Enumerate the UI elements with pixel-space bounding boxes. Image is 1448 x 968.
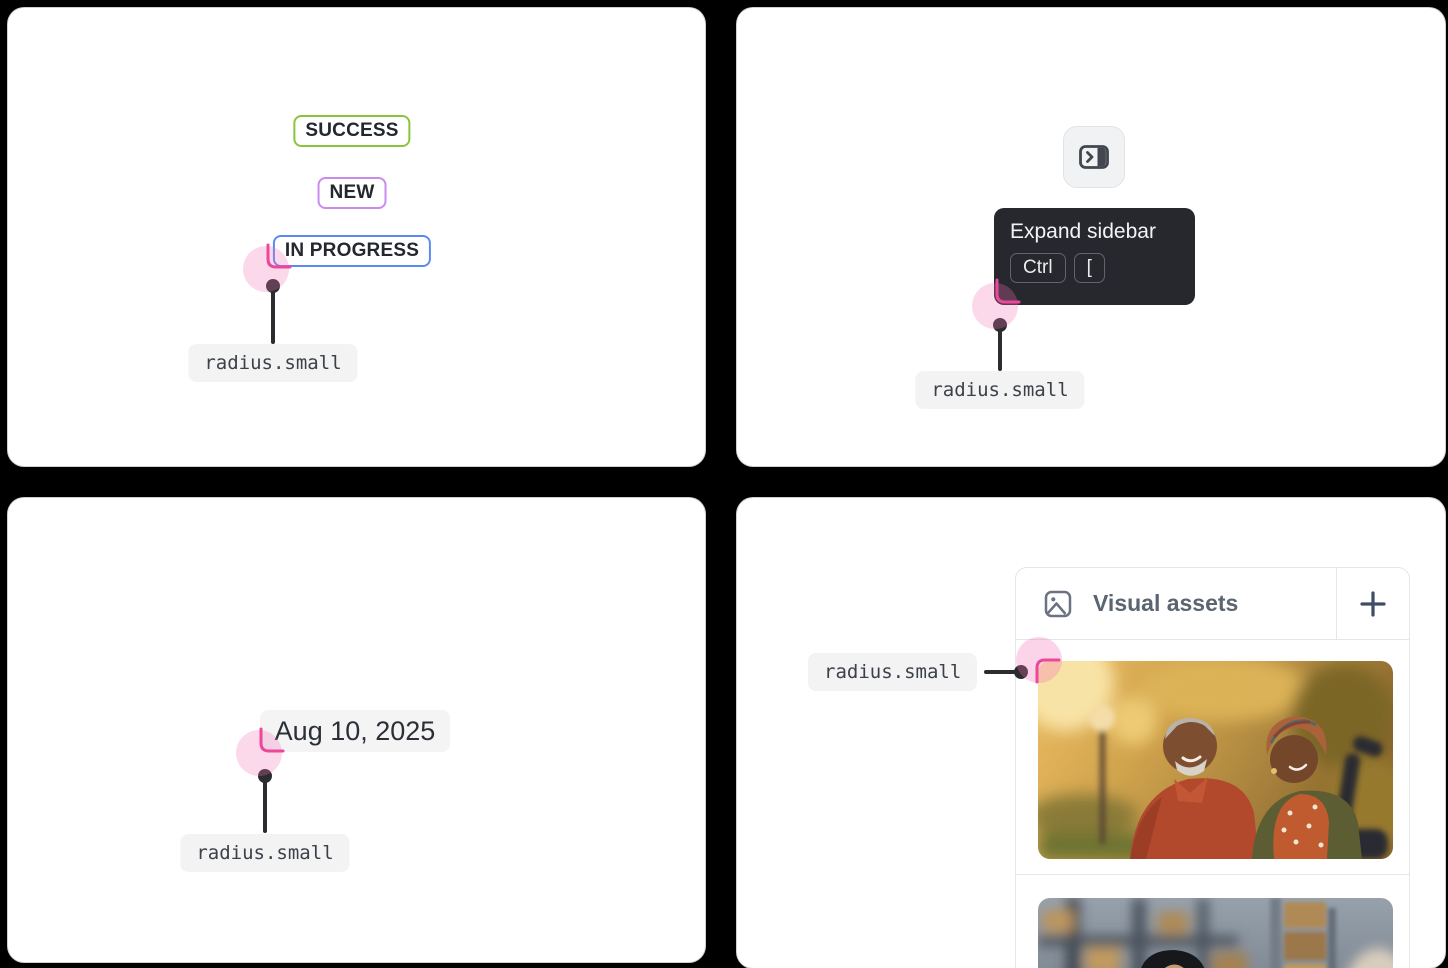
connector-line: [984, 670, 1018, 674]
expand-sidebar-button[interactable]: [1063, 126, 1125, 188]
assets-divider: [1016, 874, 1409, 875]
token-label: radius.small: [808, 653, 978, 691]
kbd-bracket: [: [1073, 253, 1105, 283]
connector-dot: [258, 769, 272, 783]
panel-right-icon: [1079, 145, 1109, 169]
card-visual-assets: Visual assets: [737, 498, 1445, 968]
asset-photo-warehouse-worker[interactable]: [1038, 898, 1393, 968]
token-label: radius.small: [915, 371, 1085, 409]
connector-dot: [1014, 665, 1028, 679]
kbd-ctrl: Ctrl: [1010, 253, 1066, 283]
card-badges: SUCCESS NEW IN PROGRESS radius.small: [8, 8, 705, 466]
plus-icon: [1360, 590, 1386, 617]
asset-photo-elderly-couple[interactable]: [1038, 661, 1393, 859]
badge-in-progress: IN PROGRESS: [272, 235, 432, 267]
visual-assets-panel: Visual assets: [1015, 567, 1410, 968]
connector-dot: [266, 279, 280, 293]
badge-success: SUCCESS: [293, 115, 411, 147]
tooltip: Expand sidebar Ctrl [: [994, 208, 1195, 305]
token-label: radius.small: [180, 834, 350, 872]
image-icon: [1044, 590, 1072, 617]
card-date: Aug 10, 2025 radius.small: [8, 498, 705, 962]
card-tooltip: Expand sidebar Ctrl [ radius.small: [737, 8, 1445, 466]
tooltip-title: Expand sidebar: [1010, 220, 1156, 243]
token-label: radius.small: [188, 344, 358, 382]
connector-dot: [993, 318, 1007, 332]
date-chip: Aug 10, 2025: [260, 710, 450, 752]
connector-line: [263, 780, 267, 833]
connector-line: [998, 329, 1002, 371]
connector-line: [271, 290, 275, 344]
add-asset-button[interactable]: [1336, 568, 1409, 639]
badge-new: NEW: [317, 177, 387, 209]
visual-assets-title: Visual assets: [1093, 590, 1239, 616]
visual-assets-header: Visual assets: [1016, 568, 1409, 640]
